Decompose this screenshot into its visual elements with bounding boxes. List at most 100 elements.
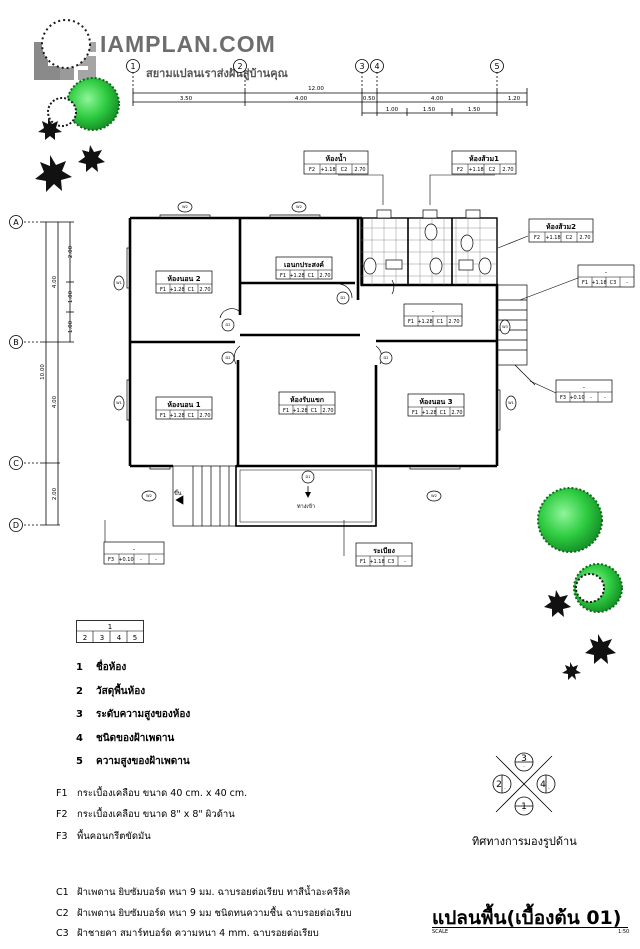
room-tag: ห้องนอน 1 F1 +1.28 C1 2.70: [155, 396, 213, 420]
dim-label: 1.20: [508, 96, 521, 102]
svg-text:-: -: [404, 559, 406, 565]
ceiling-note: C1 ฝ้าเพดาน ยิบซัมบอร์ด หนา 9 มม. ฉาบรอย…: [56, 887, 351, 898]
svg-text:+1.18: +1.18: [369, 559, 384, 565]
window-tag-label: D1: [306, 475, 311, 479]
svg-text:F1: F1: [283, 408, 289, 414]
scale-label: SCALE: [432, 929, 449, 935]
svg-text:F1: F1: [160, 413, 166, 419]
svg-text:F1: F1: [582, 280, 588, 286]
dim-label: 0.50: [363, 96, 376, 102]
grid-label: A: [13, 218, 19, 227]
grid-label: B: [13, 338, 19, 347]
svg-text:4: 4: [117, 634, 122, 642]
svg-text:-: -: [504, 786, 506, 791]
grid-label: D: [13, 521, 19, 530]
svg-text:-: -: [523, 764, 525, 769]
svg-text:F1: F1: [280, 273, 286, 279]
svg-text:-: -: [604, 395, 606, 401]
window-tag-label: W2: [431, 494, 437, 498]
room-name: ห้องนอน 1: [167, 400, 200, 409]
svg-text:-: -: [155, 557, 157, 563]
dim-label: 1.50: [468, 107, 481, 113]
svg-text:+1.18: +1.18: [545, 235, 560, 241]
window-tag-label: W2: [182, 205, 188, 209]
svg-text:+1.28: +1.28: [169, 413, 184, 419]
window-tag-label: W1: [116, 401, 122, 405]
tree-icon: [41, 19, 120, 131]
entry-label: ทางเข้า: [297, 503, 315, 510]
svg-text:F1: F1: [408, 319, 414, 325]
floor-plan: 1 2 3 4 5 A B C D 12.00 3.50 4.00 0.50 4…: [9, 59, 579, 556]
svg-text:ระเบียง: ระเบียง: [373, 547, 395, 555]
svg-text:2: 2: [496, 780, 502, 790]
logo-tagline: สยามแปลนเราส่งฝันสู่บ้านคุณ: [146, 67, 288, 80]
svg-text:ห้องส้วม1: ห้องส้วม1: [469, 154, 499, 163]
grid-label: 1: [130, 62, 135, 71]
svg-text:C3: C3: [388, 559, 395, 565]
dim-label: 1.00: [68, 290, 74, 303]
svg-text:-: -: [548, 786, 550, 791]
svg-text:-: -: [523, 808, 525, 813]
dim-label: 2.00: [68, 245, 74, 258]
svg-text:C1: C1: [440, 410, 447, 416]
dim-total-width: 12.00: [308, 86, 324, 92]
svg-text:+1.28: +1.28: [292, 408, 307, 414]
callout-tag: ห้องส้วม2 F2 +1.18 C2 2.70: [528, 218, 594, 243]
window-tag-label: D2: [226, 356, 231, 360]
svg-text:2.70: 2.70: [199, 413, 210, 419]
floor-note: F1 กระเบื้องเคลือบ ขนาด 40 cm. x 40 cm.: [56, 788, 248, 799]
svg-text:F1: F1: [160, 287, 166, 293]
svg-text:F1: F1: [412, 410, 418, 416]
svg-text:C3: C3: [610, 280, 617, 286]
scale-value: 1:50: [618, 929, 630, 935]
svg-text:C2: C2: [566, 235, 573, 241]
svg-text:1: 1: [521, 802, 527, 812]
svg-text:F2: F2: [534, 235, 540, 241]
svg-text:3: 3: [100, 634, 104, 642]
svg-text:F1: F1: [360, 559, 366, 565]
window-tag-label: D2: [341, 296, 346, 300]
svg-text:2.70: 2.70: [502, 167, 513, 173]
grid-bubble-A: [9, 215, 23, 229]
svg-text:ห้องน้ำ: ห้องน้ำ: [326, 152, 347, 163]
svg-text:C1: C1: [311, 408, 318, 414]
svg-text:+0.10: +0.10: [118, 557, 133, 563]
svg-text:C1: C1: [308, 273, 315, 279]
svg-text:-: -: [590, 395, 592, 401]
svg-text:+1.28: +1.28: [421, 410, 436, 416]
window-tag-label: W3: [502, 325, 508, 329]
room-name: ห้องรับแขก: [290, 395, 324, 404]
key-box: 1 2 3 4 5: [76, 620, 144, 643]
callout-tag: - F3 +0.10 - -: [103, 541, 165, 565]
svg-text:+0.10: +0.10: [569, 395, 584, 401]
grid-label: 4: [374, 62, 379, 71]
room-tag: ห้องนอน 2 F1 +1.28 C1 2.70: [155, 270, 213, 294]
grid-bubble-D: [9, 518, 23, 532]
svg-text:-: -: [583, 384, 585, 391]
svg-text:-: -: [605, 269, 607, 276]
svg-text:3: 3: [521, 754, 527, 764]
dim-label: 4.00: [52, 275, 58, 288]
shrub-icon: [544, 590, 616, 680]
floor-note: F2 กระเบื้องเคลือบ ขนาด 8" x 8" ผิวด้าน: [56, 809, 235, 820]
svg-text:+1.18: +1.18: [320, 167, 335, 173]
svg-text:+1.28: +1.28: [417, 319, 432, 325]
grid-bubble-B: [9, 335, 23, 349]
dim-total-depth: 10.00: [40, 364, 46, 380]
svg-text:4: 4: [540, 780, 546, 790]
callout-leaders: [104, 174, 579, 556]
logo-text: IAMPLAN.COM: [100, 31, 276, 57]
svg-text:2.70: 2.70: [579, 235, 590, 241]
ceiling-note: C3 ฝ้าชายคา สมาร์ทบอร์ด ความหนา 4 mm. ฉา…: [56, 928, 319, 939]
room-tag: เอนกประสงค์ F1 +1.28 C1 2.70: [275, 256, 333, 280]
window-tag-label: D2: [226, 323, 231, 327]
compass-caption: ทิศทางการมองรูปด้าน: [472, 835, 577, 848]
svg-text:C2: C2: [341, 167, 348, 173]
svg-text:5: 5: [133, 634, 137, 642]
window-tag-label: W1: [508, 401, 514, 405]
grid-bubble-4: [370, 59, 384, 73]
